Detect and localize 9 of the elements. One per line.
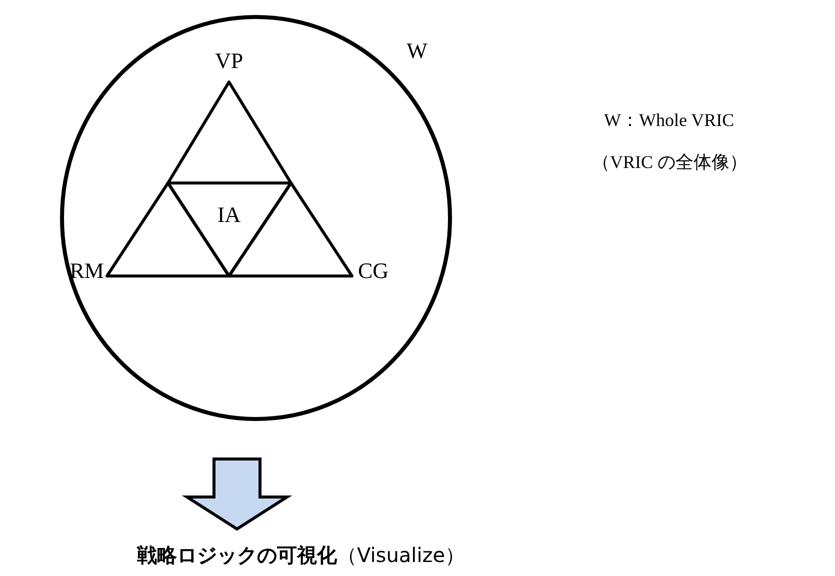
vertex-label: IA xyxy=(217,204,241,226)
vertex-label: VP xyxy=(214,50,244,72)
vertex-label: CG xyxy=(358,260,389,282)
caption-text: 戦略ロジックの可視化（Visualize） xyxy=(137,545,466,565)
note-text: （VRIC の全体像） xyxy=(592,151,748,174)
note-text: W：Whole VRIC xyxy=(604,109,734,132)
vertex-label: W xyxy=(406,40,428,62)
vertex-label: RM xyxy=(70,260,104,282)
block-arrow xyxy=(182,458,292,531)
